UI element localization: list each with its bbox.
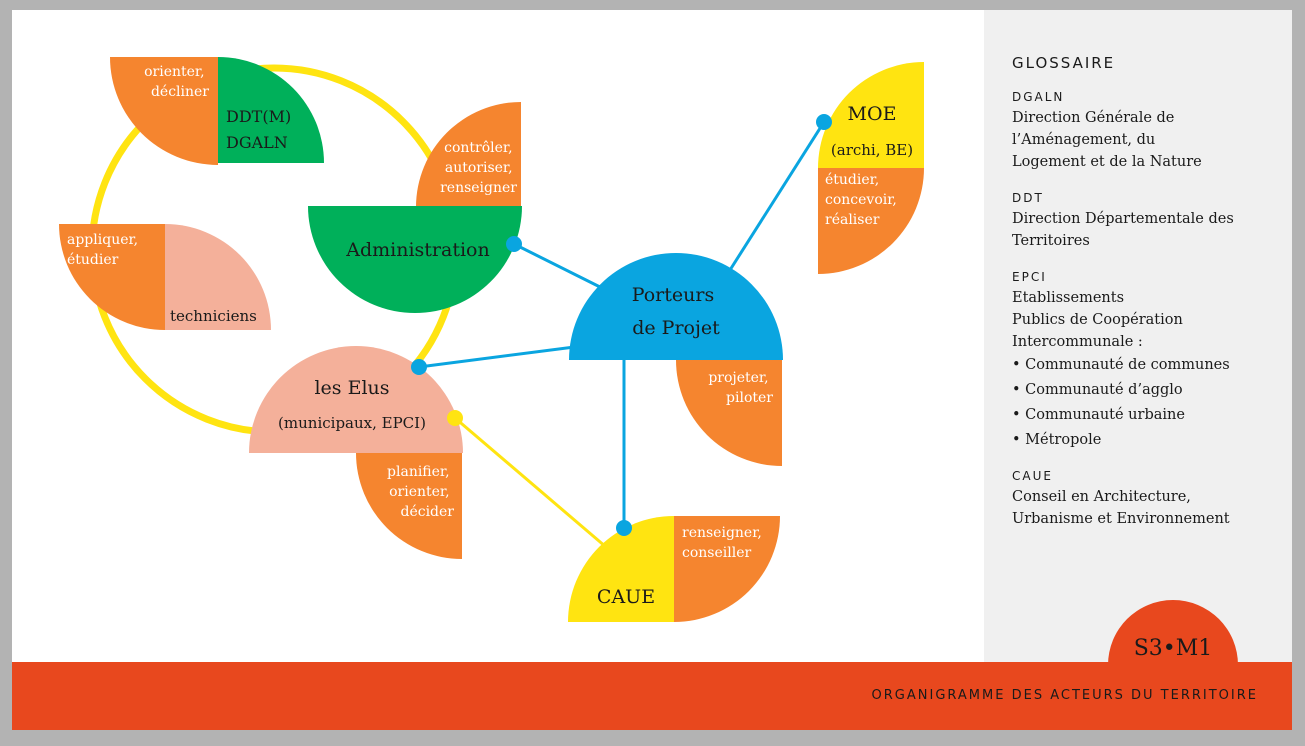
dot-administration (506, 236, 522, 252)
list-item: Communauté de communes (1012, 353, 1272, 378)
moe-shape (818, 62, 924, 168)
porteurs-verb-2: piloter (726, 390, 773, 406)
elus-verb-1: planifier, (387, 464, 450, 480)
module-badge-text: S3•M1 (1133, 636, 1213, 661)
administration-label: Administration (345, 239, 489, 261)
caue-verb-1: renseigner, (682, 525, 762, 541)
administration-verb-3: renseigner (440, 180, 517, 196)
glossary-panel (984, 10, 1292, 662)
footer-bar: ORGANIGRAMME DES ACTEURS DU TERRITOIRE (12, 662, 1292, 730)
caue-verbs-shape (674, 516, 780, 622)
elus-shape (249, 346, 463, 453)
dot-elus-blue (411, 359, 427, 375)
elus-sublabel: (municipaux, EPCI) (278, 414, 426, 432)
porteurs-label: Porteurs de Projet (632, 284, 721, 339)
administration-verb-1: contrôler, (444, 140, 512, 156)
ddt-shape (218, 57, 324, 163)
footer-title: ORGANIGRAMME DES ACTEURS DU TERRITOIRE (871, 688, 1258, 703)
ddt-verbs: orienter, décliner (144, 64, 209, 100)
techniciens-shape (165, 224, 271, 330)
elus-verb-2: orienter, (389, 484, 449, 500)
moe-verb-1: étudier, (825, 172, 879, 188)
glossary-definition-line: Direction Départementale des (1012, 211, 1234, 227)
elus-verbs-shape (356, 453, 462, 559)
ddt-verb-2: décliner (151, 84, 209, 100)
administration-shape (308, 206, 522, 313)
glossary-term: CAUE (1012, 469, 1053, 483)
glossary-term: EPCI (1012, 270, 1047, 284)
link-elus-caue (454, 416, 607, 549)
glossary-entry-caue: CAUE Conseil en Architecture, Urbanisme … (1012, 469, 1272, 530)
glossary-definition-line: Publics de Coopération (1012, 312, 1183, 328)
elus-verb-3: décider (400, 504, 454, 520)
ddt-verbs-shape (110, 57, 218, 165)
glossary-term: DGALN (1012, 90, 1065, 104)
porteurs-verbs: projeter, piloter (708, 370, 773, 406)
glossary-entry-ddt: DDT Direction Départementale des Territo… (1012, 191, 1272, 252)
ddt-verb-1: orienter, (144, 64, 204, 80)
link-elus-porteurs (418, 343, 591, 369)
glossary-entry-epci: EPCI Etablissements Publics de Coopérati… (1012, 270, 1272, 453)
administration-verbs-shape (416, 102, 521, 207)
organigram-diagram: orienter, décliner DDT(M) DGALN applique… (59, 57, 924, 622)
moe-sublabel: (archi, BE) (831, 141, 913, 159)
glossary-definition-line: Territoires (1012, 233, 1090, 249)
epci-types-list: Communauté de communes Communauté d’aggl… (1012, 353, 1272, 453)
techniciens-verb-2: étudier (67, 252, 119, 268)
dot-elus-yellow (447, 410, 463, 426)
list-item: Communauté urbaine (1012, 403, 1272, 428)
glossary-title: GLOSSAIRE (1012, 54, 1116, 72)
ddt-label: DDT(M) DGALN (226, 107, 296, 152)
administration-verb-2: autoriser, (445, 160, 513, 176)
moe-label: MOE (848, 103, 897, 125)
dot-caue (616, 520, 632, 536)
porteurs-verb-1: projeter, (708, 370, 768, 386)
moe-verb-3: réaliser (825, 212, 880, 228)
glossary-definition-line: Intercommunale : (1012, 334, 1143, 350)
caue-shape (568, 516, 674, 622)
moe-verbs-shape (818, 168, 924, 274)
elus-label: les Elus (314, 377, 389, 399)
dot-moe (816, 114, 832, 130)
glossary-definition-line: Direction Générale de (1012, 110, 1175, 126)
ddt-label-2: DGALN (226, 133, 288, 152)
caue-label: CAUE (597, 586, 655, 608)
caue-verb-2: conseiller (682, 545, 751, 561)
porteurs-verbs-shape (676, 360, 782, 466)
porteurs-label-2: de Projet (632, 317, 720, 339)
glossary-definition-line: Etablissements (1012, 290, 1125, 306)
link-administration-porteurs (513, 242, 607, 292)
porteurs-shape (569, 253, 783, 360)
porteurs-label-1: Porteurs (632, 284, 715, 306)
glossary-term: DDT (1012, 191, 1044, 205)
moe-verb-2: concevoir, (825, 192, 897, 208)
moe-verbs: étudier, concevoir, réaliser (825, 172, 901, 228)
caue-verbs: renseigner, conseiller (682, 525, 766, 561)
techniciens-label: techniciens (170, 307, 257, 325)
ddt-label-1: DDT(M) (226, 107, 291, 126)
glossary-definition-line: Logement et de la Nature (1012, 154, 1202, 170)
glossary-definition-line: Urbanisme et Environnement (1012, 511, 1230, 527)
list-item: Métropole (1012, 428, 1272, 453)
glossary-definition-line: Conseil en Architecture, (1012, 489, 1191, 505)
link-porteurs-moe (728, 121, 826, 271)
techniciens-verbs-shape (59, 224, 165, 330)
techniciens-verbs: appliquer, étudier (67, 232, 143, 268)
techniciens-verb-1: appliquer, (67, 232, 138, 248)
glossary-definition-line: l’Aménagement, du (1012, 132, 1156, 148)
list-item: Communauté d’agglo (1012, 378, 1272, 403)
administration-verbs: contrôler, autoriser, renseigner (440, 140, 517, 196)
glossary-entry-dgaln: DGALN Direction Générale de l’Aménagemen… (1012, 90, 1272, 173)
poster-frame: orienter, décliner DDT(M) DGALN applique… (12, 10, 1292, 730)
elus-verbs: planifier, orienter, décider (387, 464, 454, 520)
